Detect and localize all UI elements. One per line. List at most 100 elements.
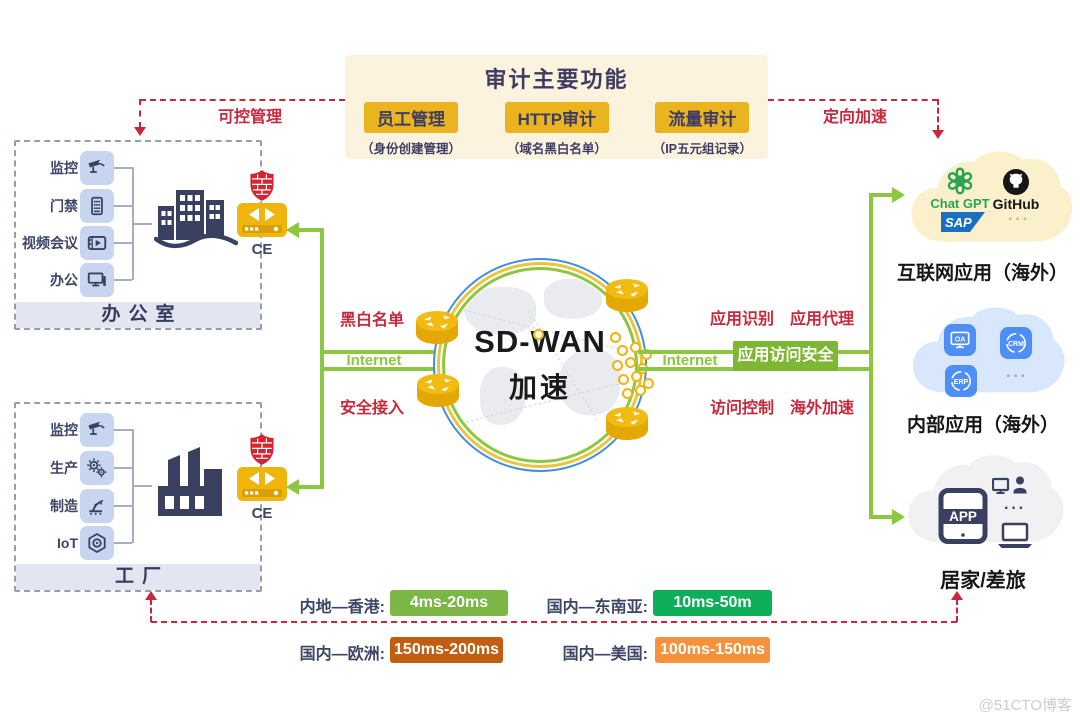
svg-text:OA: OA: [955, 337, 966, 344]
controlled-mgmt-label: 可控管理: [217, 109, 282, 126]
github-icon: [1002, 168, 1030, 201]
ce-label-factory: CE: [251, 505, 273, 522]
audit-fn-employee-mgmt-sub: （身份创建管理）: [361, 142, 462, 156]
green-arrow-to-office-ce: [286, 222, 299, 238]
ce-router-icon-office: [236, 199, 288, 246]
core-title: SD-WAN 加速: [433, 258, 647, 472]
iot-hexagon-icon: [80, 526, 114, 560]
app-proxy-label: 应用代理: [789, 311, 854, 328]
factory-item-iot-label: IoT: [57, 535, 78, 551]
factory-item-monitor-label: 监控: [50, 422, 78, 438]
audit-fn-traffic-audit: 流量审计: [655, 102, 750, 133]
audit-fn-traffic-audit-sub: （IP五元组记录）: [652, 142, 752, 156]
watermark: @51CTO博客: [978, 697, 1072, 714]
more-devices-dots: ···: [1004, 500, 1026, 517]
green-arrow-to-factory-ce: [286, 479, 299, 495]
firewall-icon: [243, 169, 281, 207]
remote-work-cloud-title: 居家/差旅: [940, 570, 1026, 592]
dashed-riser-to-remote: [956, 599, 958, 622]
dashed-line-audit-to-cloud: [768, 99, 938, 101]
office-item-access-label: 门禁: [50, 198, 78, 214]
laptop-icon: [996, 522, 1034, 555]
overseas-accel-label: 海外加速: [789, 400, 854, 417]
secure-access-label: 安全接入: [339, 400, 404, 417]
latency-route-us: 国内—美国:: [562, 646, 648, 663]
cctv-camera-icon: [80, 413, 114, 447]
internet-label-right: Internet: [662, 352, 718, 369]
audit-panel: 审计主要功能 员工管理 （身份创建管理） HTTP审计 （域名黑白名单） 流量审…: [345, 55, 768, 159]
app-identify-label: 应用识别: [709, 311, 774, 328]
office-item-video-label: 视频会议: [22, 235, 78, 251]
edge-router-icon: [415, 373, 461, 414]
latency-chip-hk: 4ms-20ms: [390, 590, 508, 616]
cctv-camera-icon: [80, 151, 114, 185]
github-label: GitHub: [992, 196, 1040, 212]
crm-app-icon: CRM: [1000, 327, 1032, 359]
internal-apps-cloud-title: 内部应用（海外）: [906, 415, 1059, 436]
edge-router-icon: [604, 278, 650, 319]
dashed-line-audit-to-office-drop: [139, 99, 141, 128]
sap-logo: SAP: [941, 212, 985, 237]
erp-app-icon: ERP: [945, 365, 977, 397]
latency-route-eu: 国内—欧洲:: [299, 646, 385, 663]
factory-item-manufacture-label: 制造: [50, 498, 78, 514]
red-arrow-to-remote: [951, 591, 963, 600]
green-trunk-right: [869, 193, 873, 519]
workstation-user-icon: [991, 474, 1030, 507]
edge-router-icon: [604, 406, 650, 447]
audit-panel-title: 审计主要功能: [484, 67, 629, 92]
latency-route-hk: 内地—香港:: [299, 599, 385, 616]
office-zone: 监控 门禁 视频会议 办公: [14, 140, 262, 330]
office-zone-title: 办公室: [16, 302, 260, 328]
factory-zone-title: 工厂: [16, 564, 260, 590]
robot-arm-icon: [80, 489, 114, 523]
dashed-line-audit-to-office: [140, 99, 345, 101]
gears-icon: [80, 451, 114, 485]
dashed-line-bottom: [151, 621, 957, 623]
green-arrow-to-remote-cloud: [892, 509, 905, 525]
directed-accel-label: 定向加速: [822, 109, 887, 126]
world-map: [446, 271, 634, 459]
video-conference-icon: [80, 226, 114, 260]
ce-router-icon-factory: [236, 463, 288, 510]
chatgpt-label: Chat GPT: [930, 196, 990, 211]
factory-zone: 监控 生产 制造 IoT: [14, 402, 262, 592]
core-title-line2: 加速: [508, 372, 571, 403]
internet-apps-cloud-title: 互联网应用（海外）: [896, 263, 1068, 284]
latency-chip-sea: 10ms-50m: [653, 590, 772, 616]
red-arrow-to-office: [134, 127, 146, 136]
latency-chip-eu: 150ms-200ms: [390, 637, 503, 663]
audit-fn-http-audit: HTTP审计: [504, 102, 610, 133]
internet-label-left: Internet: [346, 352, 402, 369]
ce-label-office: CE: [251, 241, 273, 258]
factory-item-production-label: 生产: [50, 460, 78, 476]
access-control-label: 访问控制: [709, 400, 774, 417]
office-item-monitor-label: 监控: [50, 160, 78, 176]
latency-route-sea: 国内—东南亚:: [546, 599, 648, 616]
internet-line-left-bottom: [322, 367, 444, 371]
svg-text:SAP: SAP: [945, 215, 972, 230]
desktop-icon: [80, 263, 114, 297]
app-phone-icon: APP: [938, 488, 988, 549]
latency-chip-us: 100ms-150ms: [655, 637, 770, 663]
blacklist-whitelist-label: 黑白名单: [339, 312, 404, 329]
red-arrow-to-factory: [145, 591, 157, 600]
oa-app-icon: OA: [944, 324, 976, 356]
keypad-icon: [80, 189, 114, 223]
app-access-security-box: 应用访问安全: [733, 341, 838, 371]
more-apps-dots: ···: [1008, 211, 1030, 228]
office-item-work-label: 办公: [50, 272, 78, 288]
factory-building-icon: [152, 444, 236, 525]
edge-router-icon: [414, 310, 460, 351]
chatgpt-icon: [946, 167, 974, 200]
audit-fn-employee-mgmt: 员工管理: [364, 102, 458, 133]
internet-line-left-top: [322, 350, 444, 354]
dashed-riser-to-factory: [150, 599, 152, 622]
more-apps-dots: ···: [1006, 368, 1028, 385]
office-building-icon: [153, 178, 239, 263]
svg-text:APP: APP: [949, 509, 977, 524]
internal-apps-cloud: [905, 303, 1069, 412]
red-arrow-to-cloud: [932, 130, 944, 139]
dashed-line-audit-to-cloud-drop: [937, 99, 939, 131]
